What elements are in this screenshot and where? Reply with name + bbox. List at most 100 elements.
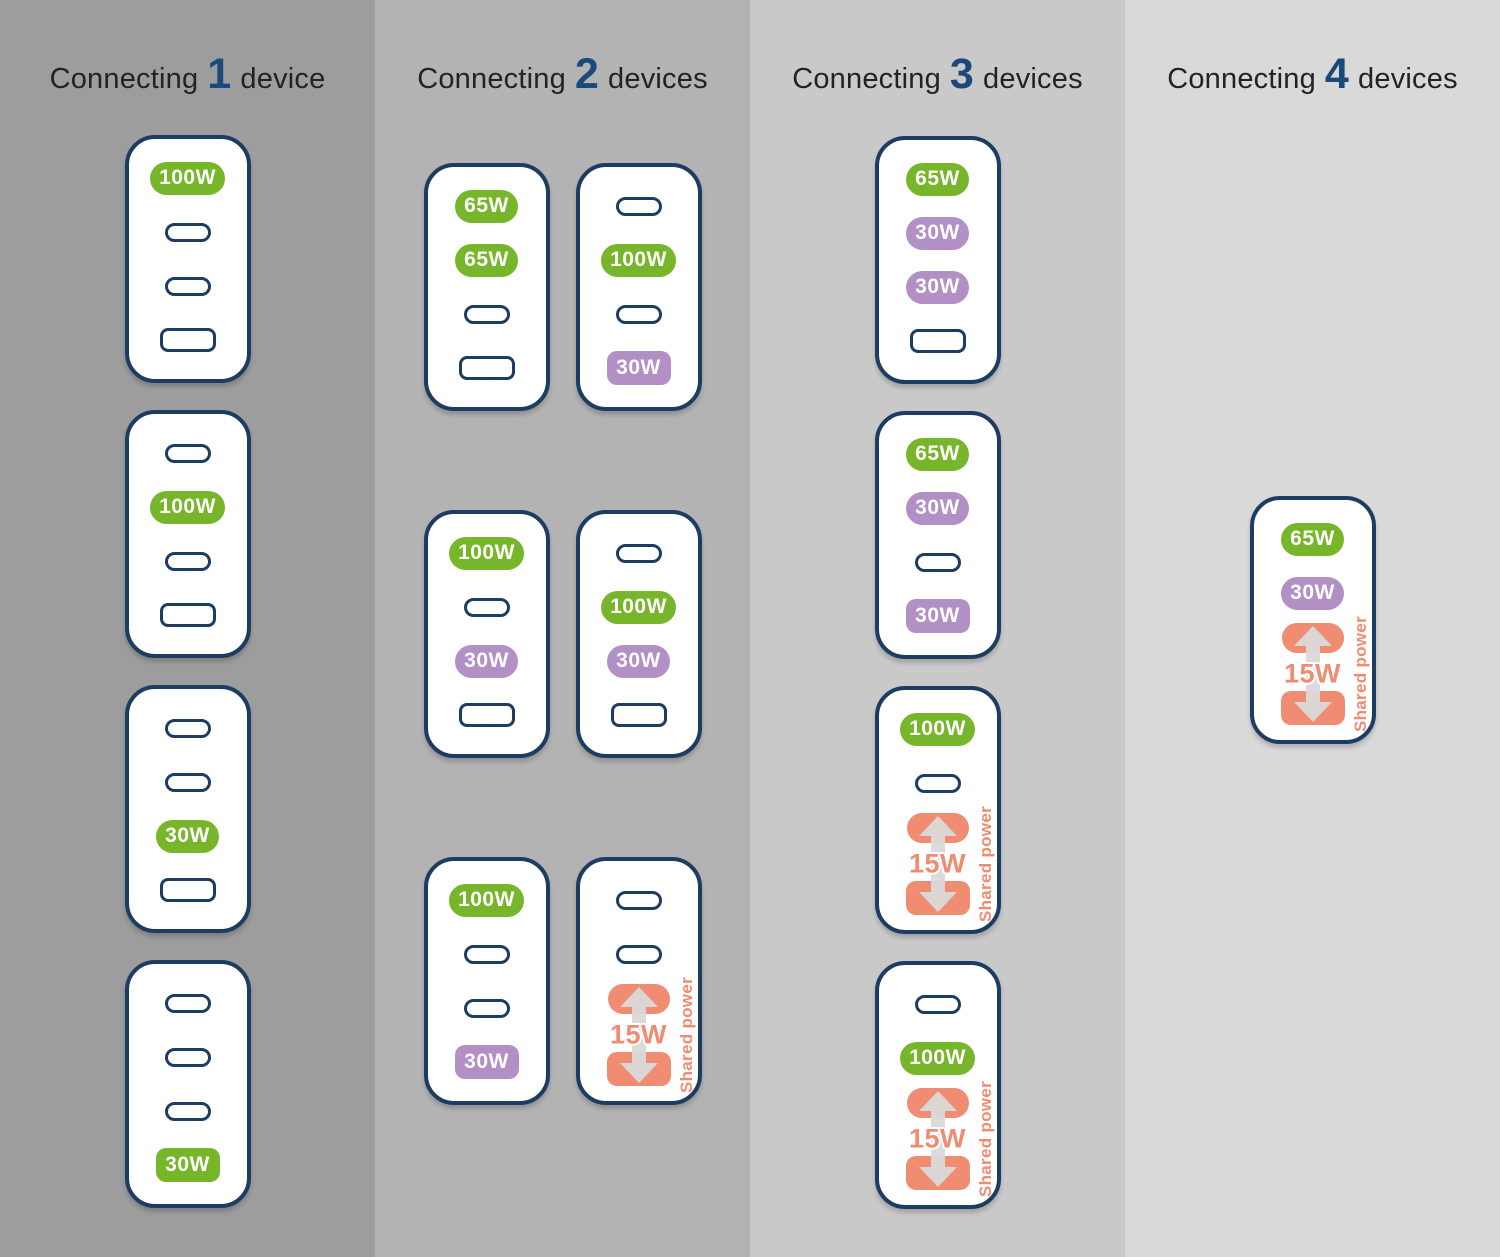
charger-card: 30W [124,960,251,1208]
power-badge: 100W [601,243,676,277]
power-badge: 65W [455,189,518,223]
charger-cards-area: 65W 30W 15W Shared power [1249,496,1376,744]
header-suffix: devices [983,63,1083,95]
header-suffix: device [240,63,326,95]
charger-card: 100W [124,135,251,383]
card-row: 30W [124,685,251,933]
usb-a-port [159,328,216,352]
shared-wattage-label: 15W [609,1019,668,1050]
shared-power-side-label: Shared power [975,1080,995,1198]
power-badge: 65W [906,437,969,471]
power-badge: 65W [455,243,518,277]
usb-c-port [463,944,510,964]
usb-c-port [164,222,211,242]
usb-c-port [164,718,211,738]
card-row: 100W [124,135,251,383]
shared-wattage-label: 15W [908,1123,967,1154]
power-badge: 30W [155,1148,220,1182]
power-badge: 100W [900,712,975,746]
power-badge: 100W [150,161,225,195]
usb-c-port [615,890,662,910]
power-badge: 100W [900,1041,975,1075]
column-header: Connecting 2 devices [417,50,708,98]
shared-power-arrow-icon [918,1091,957,1187]
usb-a-port [610,703,667,727]
power-badge: 65W [1281,522,1344,556]
column-header: Connecting 1 device [50,50,326,98]
usb-c-port [463,304,510,324]
header-suffix: devices [1358,63,1458,95]
shared-power-side-label: Shared power [1350,615,1370,733]
usb-c-port [164,1047,211,1067]
usb-a-port [159,878,216,902]
usb-c-port [463,597,510,617]
column-header: Connecting 3 devices [792,50,1083,98]
header-device-count: 2 [574,50,600,98]
power-badge: 30W [906,491,969,525]
column-connecting-4-devices: Connecting 4 devices 65W 30W 15W Shared pow… [1125,0,1500,1257]
power-badge: 30W [905,599,970,633]
charger-cards-area: 100W 100W 30W 30W [124,135,251,1208]
shared-power-arrow-icon [918,816,957,912]
shared-power-arrow-icon [619,987,658,1083]
power-badge: 30W [606,351,671,385]
usb-c-port [164,551,211,571]
power-badge: 65W [906,162,969,196]
usb-c-port [164,1101,211,1121]
usb-c-port [914,552,961,572]
header-device-count: 1 [207,50,232,98]
header-device-count: 4 [1324,50,1350,98]
power-badge: 100W [449,536,524,570]
charger-card: 100W [124,410,251,658]
power-badge: 100W [449,883,524,917]
card-row: 100W 15W Shared power [874,961,1001,1209]
card-row: 65W 65W 100W 30W [423,163,702,411]
card-row: 100W [124,410,251,658]
header-device-count: 3 [949,50,975,98]
shared-wattage-label: 15W [1283,658,1342,689]
header-prefix: Connecting [49,63,199,95]
usb-c-port [914,994,961,1014]
usb-c-port [615,543,662,563]
usb-c-port [615,196,662,216]
charger-card: 100W 30W [575,163,702,411]
charger-card: 30W [124,685,251,933]
power-badge: 30W [607,644,670,678]
shared-power-arrow-icon [1293,626,1332,722]
shared-power-group: 15W Shared power [879,1081,997,1197]
usb-c-port [164,276,211,296]
usb-a-port [458,703,515,727]
usb-c-port [463,998,510,1018]
power-badge: 100W [150,490,225,524]
shared-power-group: 15W Shared power [1254,616,1372,732]
power-badge: 30W [454,1045,519,1079]
usb-a-port [909,329,966,353]
header-prefix: Connecting [792,63,941,95]
power-badge: 30W [1281,576,1344,610]
power-badge: 30W [455,644,518,678]
usb-c-port [914,773,961,793]
header-suffix: devices [608,63,708,95]
charger-card: 65W 30W 30W [874,411,1001,659]
usb-c-port [164,772,211,792]
power-badge: 30W [906,270,969,304]
card-row: 65W 30W 30W [874,411,1001,659]
power-badge: 30W [156,819,219,853]
header-prefix: Connecting [417,63,566,95]
header-prefix: Connecting [1167,63,1316,95]
usb-c-port [164,993,211,1013]
usb-c-port [615,304,662,324]
column-connecting-1-device: Connecting 1 device 100W 100W 30W 30W [0,0,375,1257]
usb-a-port [159,603,216,627]
charger-card: 100W 15W Shared power [874,961,1001,1209]
